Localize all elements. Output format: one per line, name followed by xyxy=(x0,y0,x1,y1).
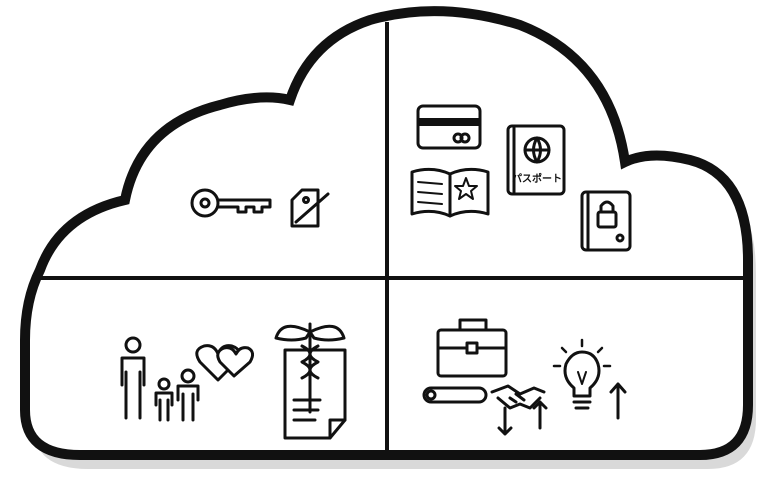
lightbulb-icon xyxy=(552,338,612,410)
credit-card-icon xyxy=(416,104,482,150)
up-arrow-icon xyxy=(609,382,627,420)
open-book-icon xyxy=(410,167,490,218)
passport-label: パスポート xyxy=(512,172,562,185)
scroll-icon xyxy=(422,386,488,404)
locked-book-icon xyxy=(580,190,632,252)
handshake-icon xyxy=(490,384,546,410)
family-icon xyxy=(120,336,200,422)
tag-icon xyxy=(290,188,330,228)
hearts-icon xyxy=(195,344,255,382)
arrows-icon xyxy=(497,400,548,436)
medical-document-icon xyxy=(274,322,347,440)
briefcase-icon xyxy=(436,318,508,378)
passport-icon: パスポート xyxy=(506,124,566,196)
key-icon xyxy=(190,188,272,218)
